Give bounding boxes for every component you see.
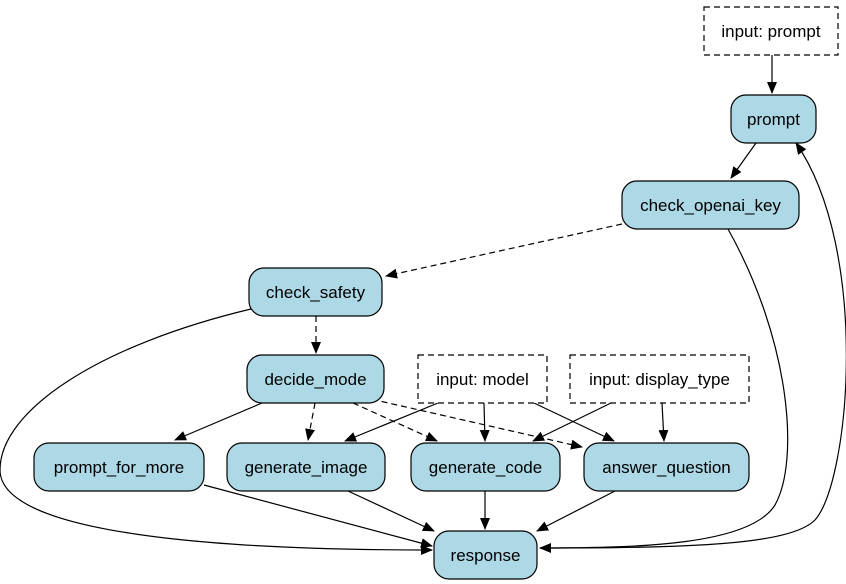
node-label: prompt_for_more	[54, 458, 184, 477]
node-response: response	[433, 530, 538, 580]
input-box	[417, 354, 548, 404]
node-label: decide_mode	[264, 370, 366, 389]
node-input-display-type: input: display_type	[569, 354, 750, 404]
action-box	[33, 442, 205, 492]
action-box	[730, 94, 817, 144]
edge-input-display-type-to-answer-question	[658, 402, 669, 442]
node-decide-mode: decide_mode	[246, 354, 385, 404]
node-label: check_openai_key	[640, 196, 781, 215]
action-box	[248, 267, 383, 317]
node-check-safety: check_safety	[248, 267, 383, 317]
input-box	[703, 6, 839, 56]
edge-decide-mode-to-answer-question	[361, 396, 583, 450]
node-input-model: input: model	[417, 354, 548, 404]
action-box	[433, 530, 538, 580]
action-box	[246, 354, 385, 404]
edge-generate-image-to-response	[347, 490, 435, 532]
node-label: input: display_type	[589, 370, 730, 389]
node-label: prompt	[747, 110, 800, 129]
node-label: response	[451, 546, 521, 565]
edge-decide-mode-to-generate-code	[352, 402, 438, 442]
node-label: input: model	[436, 370, 529, 389]
edge-answer-question-to-response	[536, 490, 616, 532]
action-box	[621, 180, 800, 230]
node-prompt: prompt	[730, 94, 817, 144]
edge-check-openai-key-to-response	[539, 228, 789, 553]
edge-response-to-prompt	[539, 142, 846, 549]
nodes: input: prompt prompt check_openai_keycheck…	[33, 6, 839, 580]
edge-prompt-for-more-to-response	[203, 484, 433, 548]
node-label: generate_code	[429, 458, 542, 477]
node-answer-question: answer_question	[583, 442, 750, 492]
edge-check-safety-to-response	[0, 308, 433, 555]
node-generate-image: generate_image	[226, 442, 386, 492]
node-generate-code: generate_code	[410, 442, 561, 492]
edge-prompt-to-check-openai-key	[730, 142, 757, 179]
action-box	[410, 442, 561, 492]
node-label: answer_question	[602, 458, 731, 477]
edge-input-model-to-generate-image	[344, 402, 439, 442]
edge-input-model-to-generate-code	[479, 402, 490, 442]
node-label: check_safety	[266, 283, 366, 302]
edge-input-model-to-answer-question	[533, 402, 615, 442]
node-label: generate_image	[245, 458, 368, 477]
action-box	[583, 442, 750, 492]
edge-check-openai-key-to-check-safety	[385, 223, 623, 279]
node-input-prompt: input: prompt	[703, 6, 839, 56]
node-prompt-for-more: prompt_for_more	[33, 442, 205, 492]
action-box	[226, 442, 386, 492]
node-check-openai-key: check_openai_key	[621, 180, 800, 230]
edge-decide-mode-to-prompt-for-more	[174, 402, 263, 441]
node-label: input: prompt	[721, 22, 820, 41]
input-box	[569, 354, 750, 404]
edge-input-display-type-to-generate-code	[532, 402, 612, 442]
edges	[0, 55, 846, 555]
edge-decide-mode-to-generate-image	[305, 402, 316, 441]
